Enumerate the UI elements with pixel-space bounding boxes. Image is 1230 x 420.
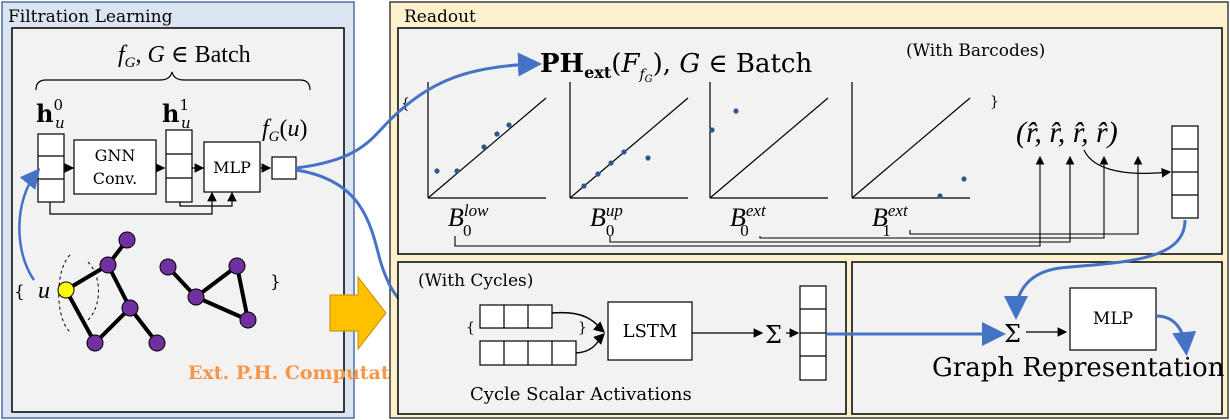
pd-point (595, 171, 601, 177)
lstm-box (607, 301, 693, 361)
pd-point (645, 155, 651, 161)
pd-point (434, 168, 440, 174)
filtration-title: Filtration Learning (8, 7, 173, 27)
h0-vector (37, 133, 65, 203)
horizontal-brace (35, 71, 311, 91)
batch-label: fG, G ∈ Batch (118, 42, 251, 71)
readout-mlp-label: MLP (1093, 309, 1133, 329)
graph-brace-close: } (270, 272, 281, 292)
computation-label: Ext. P.H. Computation (188, 362, 424, 384)
pd4-connector (909, 155, 1143, 235)
cycle-sum-symbol: Σ (765, 321, 782, 349)
cycle1-to-lstm-arrow (551, 311, 606, 333)
cycles-brace-open: { (466, 320, 475, 336)
filtration-mlp-box (203, 141, 261, 193)
pd-point (454, 168, 460, 174)
pd-point (733, 108, 739, 114)
r-hat-to-vector-arrow (1083, 149, 1172, 178)
cycle-vector-2 (479, 340, 577, 366)
node-to-h0-arrow (18, 168, 41, 281)
graph-1 (57, 231, 166, 352)
pd-point (608, 160, 614, 166)
filtration-inner-panel (11, 27, 345, 413)
graph-repr-label: Graph Representation (932, 353, 1225, 383)
gnn-label-1: GNN (95, 146, 136, 165)
cycle-activations-label: Cycle Scalar Activations (470, 384, 692, 405)
mlp-output-arrow (1155, 314, 1197, 356)
graph-brace-open: { (14, 282, 25, 302)
pd-point (506, 122, 512, 128)
u-label: u (38, 278, 50, 304)
pd-point (709, 127, 715, 133)
pd-diagonal (569, 97, 689, 199)
pd-point (621, 149, 627, 155)
barcode-vector (1171, 125, 1199, 219)
barcode-vector-to-sum-arrow (1004, 219, 1187, 320)
fg-to-ph-arrow (295, 52, 542, 170)
cycle-output-vector (799, 285, 827, 381)
lstm-label: LSTM (623, 321, 678, 342)
fg-output-box (271, 156, 297, 180)
h1-skip-connection (179, 191, 237, 207)
pd2-connector (609, 155, 1075, 243)
pd-point (581, 183, 587, 189)
readout-mlp-box (1069, 287, 1157, 351)
pd-point (961, 176, 967, 182)
pd-point (937, 193, 943, 199)
cycles-brace-close: } (578, 320, 587, 336)
node-u (57, 281, 75, 299)
pd1-connector (454, 155, 1045, 247)
pd-diagonal (851, 97, 971, 199)
fg-label: fG(u) (262, 116, 308, 145)
pd-point (481, 144, 487, 150)
gnn-label-2: Conv. (93, 169, 137, 188)
cycle2-to-lstm-arrow (575, 333, 605, 354)
computation-arrow (329, 275, 387, 351)
filtration-mlp-label: MLP (213, 158, 251, 177)
pd3-connector (759, 155, 1109, 239)
h0-skip-connection (49, 191, 217, 215)
graph-2 (159, 257, 257, 329)
final-sum-symbol: Σ (1004, 320, 1021, 348)
ph-title: PHext(FfG), G ∈ Batch (540, 49, 812, 85)
gnn-conv-box (73, 139, 157, 195)
barcodes-label: (With Barcodes) (906, 41, 1045, 61)
pd-diagonal (427, 97, 547, 199)
graph-repr-panel (851, 261, 1223, 415)
cycle-vector-1 (479, 304, 553, 329)
pd-diagonal (709, 97, 829, 199)
pd-point (494, 131, 500, 137)
cycles-label: (With Cycles) (418, 271, 533, 291)
r-hat-label: (r̂, r̂, r̂, r̂) (1016, 116, 1118, 149)
readout-title: Readout (404, 7, 476, 27)
h1-vector (165, 129, 193, 203)
pd-brace-close: } (990, 94, 999, 110)
